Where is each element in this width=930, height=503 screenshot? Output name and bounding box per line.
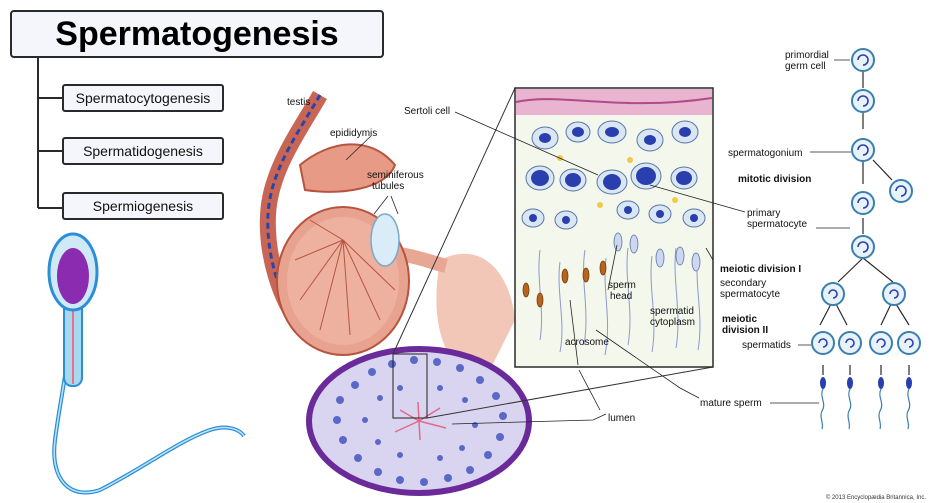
label-mitotic-division: mitotic division <box>738 174 811 185</box>
label-cytoplasm: cytoplasm <box>650 317 695 328</box>
label-spermatid: spermatid <box>650 306 694 317</box>
label-sertoli-cell: Sertoli cell <box>404 106 450 117</box>
label-division-2: division II <box>722 325 768 336</box>
label-head: head <box>610 291 632 302</box>
label-germ-cell: germ cell <box>785 61 826 72</box>
label-seminiferous: seminiferous <box>367 170 424 181</box>
label-meiotic: meiotic <box>722 314 757 325</box>
label-mature-sperm: mature sperm <box>700 398 762 409</box>
label-lumen: lumen <box>608 413 635 424</box>
label-spermatocyte-1: spermatocyte <box>747 219 807 230</box>
label-secondary: secondary <box>720 278 766 289</box>
label-epididymis: epididymis <box>330 128 377 139</box>
label-spermatids: spermatids <box>742 340 791 351</box>
label-spermatogonium: spermatogonium <box>728 148 802 159</box>
label-tubules: tubules <box>372 181 404 192</box>
copyright-notice: © 2013 Encyclopædia Britannica, Inc. <box>826 495 926 501</box>
label-testis: testis <box>287 97 310 108</box>
label-primary: primary <box>747 208 780 219</box>
label-spermatocyte-2: spermatocyte <box>720 289 780 300</box>
label-acrosome: acrosome <box>565 337 609 348</box>
label-primordial: primordial <box>785 50 829 61</box>
label-meiotic-division-1: meiotic division I <box>720 264 801 275</box>
label-sperm: sperm <box>608 280 636 291</box>
